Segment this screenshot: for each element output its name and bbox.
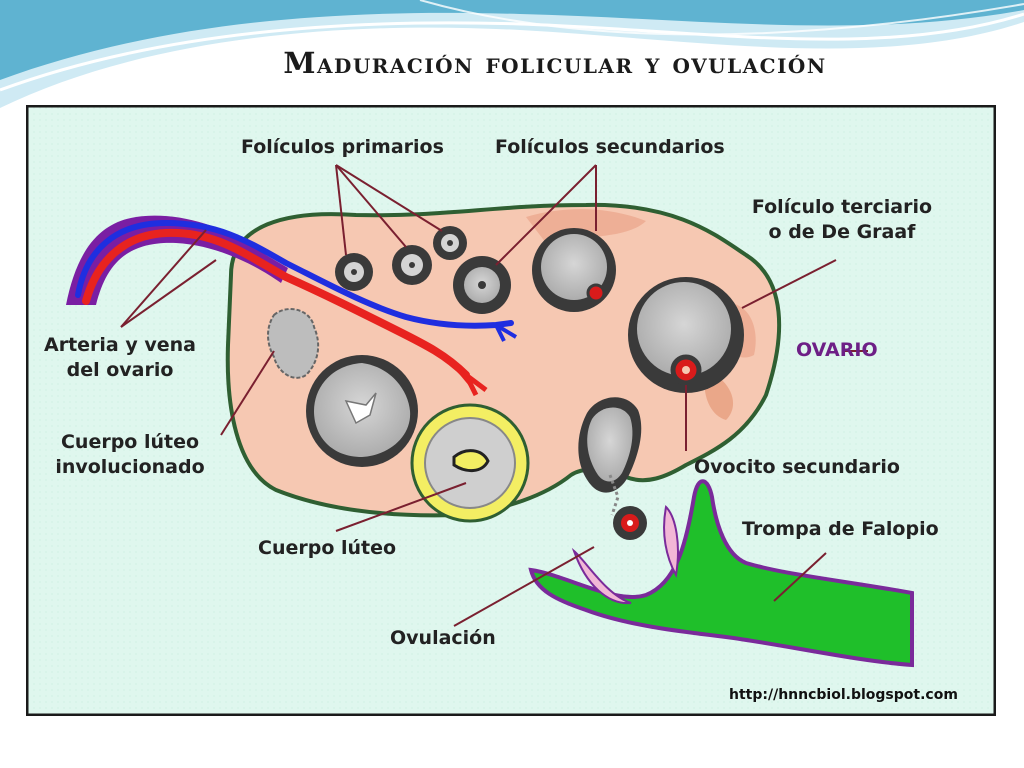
ovarian-vessels — [66, 215, 518, 397]
ovarian-vein — [75, 219, 514, 329]
label-ovary: OVARIO — [796, 339, 878, 361]
ovarian-artery-branch — [454, 365, 473, 387]
fallopian-tube — [528, 479, 914, 668]
slide-title: Maduración folicular y ovulación — [283, 46, 827, 80]
label-tertiary-line-1: Folículo terciario — [751, 196, 933, 218]
secondary-follicle-oocyte — [478, 281, 486, 289]
fimbria — [663, 504, 679, 578]
label-corpus-albicans: Cuerpo lúteo involucionado — [40, 430, 220, 480]
source-credit: http://hnncbiol.blogspot.com — [729, 687, 958, 703]
primary-follicle-oocyte — [351, 269, 357, 275]
graafian-follicle — [628, 277, 744, 393]
pointer-lines — [120, 164, 868, 627]
label-ovulation: Ovulación — [390, 627, 496, 649]
label-ovarian-vessels: Arteria y vena del ovario — [30, 333, 210, 383]
label-vessels-line-2: del ovario — [66, 359, 174, 381]
corpus-luteum — [410, 403, 530, 523]
ovary-diagram — [26, 105, 996, 716]
label-albicans-line-1: Cuerpo lúteo — [60, 431, 200, 453]
label-albicans-line-2: involucionado — [55, 456, 205, 478]
slide-header-wave — [0, 0, 1024, 108]
corpus-albicans — [267, 308, 320, 379]
primary-follicles — [335, 226, 467, 291]
primary-follicle-oocyte — [447, 240, 453, 246]
ovarian-artery — [82, 228, 470, 379]
label-vessels-line-1: Arteria y vena — [44, 334, 196, 356]
secondary-follicle-oocyte — [586, 283, 606, 303]
label-secondary-oocyte: Ovocito secundario — [694, 456, 900, 478]
ovarian-vein-branch — [494, 323, 518, 339]
secondary-follicle-antrum — [541, 234, 607, 300]
ovarian-vein-branch — [494, 324, 506, 342]
diagram-panel: Folículos primarios Folículos secundario… — [26, 105, 996, 716]
label-tertiary-line-2: o de De Graaf — [768, 221, 916, 243]
ruptured-follicle — [578, 397, 642, 516]
label-fallopian-tube: Trompa de Falopio — [742, 518, 939, 540]
primary-follicle-oocyte — [409, 262, 415, 268]
label-corpus-luteum: Cuerpo lúteo — [258, 537, 397, 559]
atretic-follicle — [306, 355, 418, 467]
secondary-follicles — [453, 228, 616, 314]
label-primary-follicles: Folículos primarios — [241, 136, 444, 158]
label-secondary-follicles: Folículos secundarios — [495, 136, 725, 158]
fimbria — [571, 547, 632, 605]
label-tertiary-follicle: Folículo terciario o de De Graaf — [742, 195, 942, 245]
